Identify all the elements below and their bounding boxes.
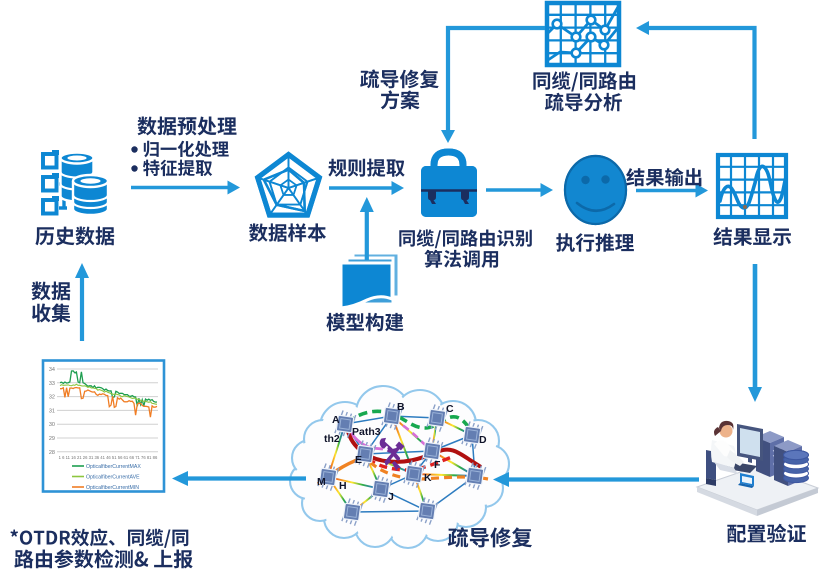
svg-text:32: 32	[49, 395, 55, 401]
svg-text:A: A	[332, 414, 340, 426]
svg-text:OpticalfiberCurrentAVE: OpticalfiberCurrentAVE	[86, 474, 140, 480]
svg-text:28: 28	[49, 450, 55, 456]
svg-text:34: 34	[49, 367, 55, 373]
svg-text:29: 29	[49, 436, 55, 442]
svg-text:31: 31	[49, 408, 55, 414]
svg-text:C: C	[446, 403, 454, 415]
svg-text:F: F	[434, 459, 441, 471]
svg-text:D: D	[479, 434, 487, 446]
svg-text:33: 33	[49, 381, 55, 387]
svg-text:B: B	[397, 401, 405, 413]
svg-text:OpticalfiberCurrentMIN: OpticalfiberCurrentMIN	[86, 485, 139, 491]
svg-text:E: E	[355, 454, 362, 466]
svg-text:1 6 11 16 21 26 31 36 41 46: 1 6 11 16 21 26 31 36 41 46 51 56 61 66 …	[59, 455, 158, 460]
svg-text:30: 30	[49, 422, 55, 428]
svg-text:Path3: Path3	[352, 426, 381, 438]
svg-text:th2: th2	[324, 433, 340, 445]
svg-text:K: K	[424, 472, 432, 484]
svg-text:M: M	[317, 476, 326, 488]
svg-text:H: H	[339, 480, 347, 492]
svg-text:OpticalfiberCurrentMAX: OpticalfiberCurrentMAX	[86, 464, 141, 470]
svg-text:J: J	[388, 491, 394, 503]
